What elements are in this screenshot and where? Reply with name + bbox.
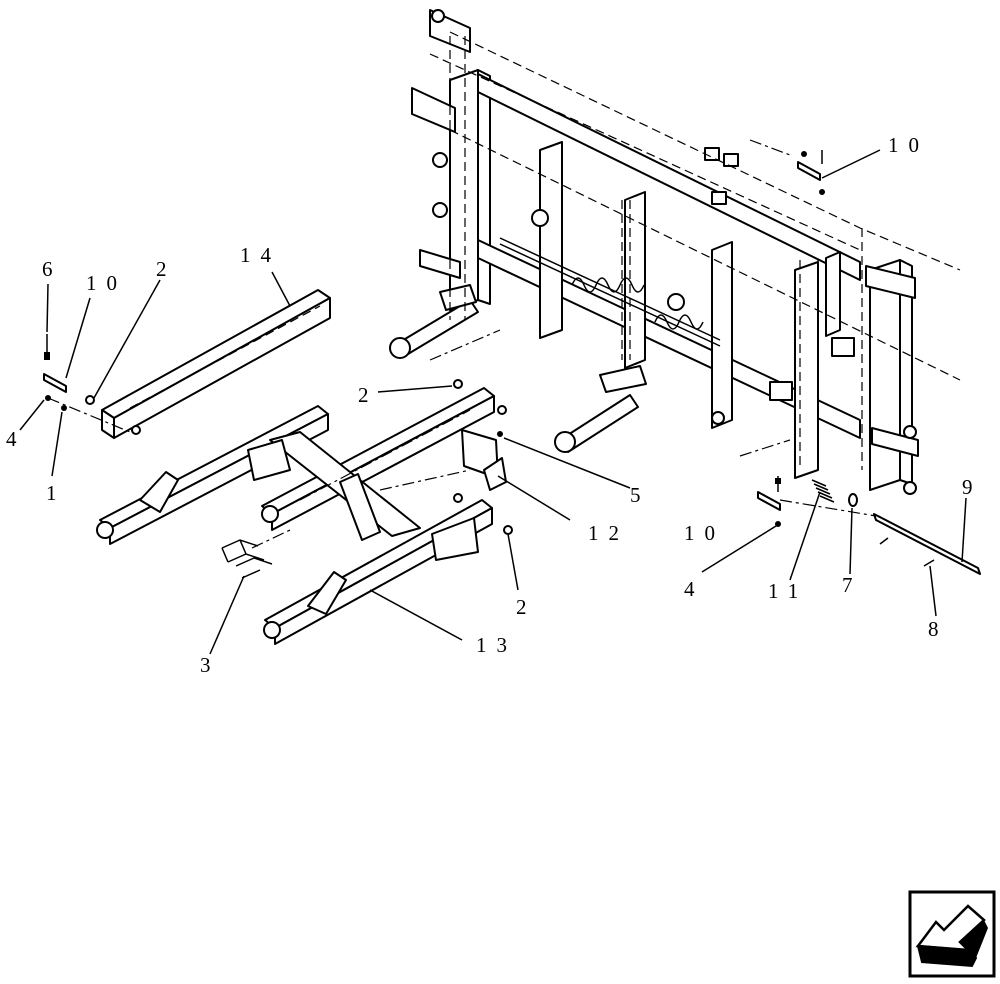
assembly-lines (47, 139, 877, 549)
previous-page-button[interactable] (908, 890, 996, 978)
callout-14: 14 (240, 243, 281, 267)
pin-part-10-left (43, 373, 67, 393)
callout-labels: 6 10 2 14 4 1 2 5 12 2 3 13 10 10 4 11 7… (6, 133, 983, 677)
nut-part-2-left (85, 395, 95, 405)
nut-part-2-top (453, 379, 463, 389)
callout-12: 12 (588, 521, 629, 545)
pin-part-8 (923, 559, 935, 567)
spring-part-11 (811, 479, 835, 503)
arrow-left-down-icon (915, 904, 988, 968)
callout-8: 8 (928, 617, 949, 641)
callout-2-left: 2 (156, 257, 177, 281)
nut-part-2-bottom (503, 525, 513, 535)
callout-13: 13 (476, 633, 517, 657)
washer-part-7 (848, 493, 858, 507)
callout-6: 6 (42, 257, 63, 281)
pin-part-10-top (797, 150, 825, 195)
callout-2-middle: 2 (358, 383, 379, 407)
callout-5: 5 (630, 483, 651, 507)
hydraulic-cylinder-right (554, 365, 647, 453)
callout-2-lower: 2 (516, 595, 537, 619)
pin-part-10-right (757, 476, 781, 511)
washer-part-4-right (775, 521, 781, 527)
leader-lines (19, 149, 967, 655)
callout-11: 11 (768, 579, 808, 603)
callout-1: 1 (46, 481, 67, 505)
hitch-frame-part-13 (96, 387, 495, 645)
callout-10-top: 10 (888, 133, 929, 157)
bolt-part-5 (497, 431, 503, 437)
callout-10-right: 10 (684, 521, 725, 545)
washer-part-1 (61, 405, 67, 411)
callout-4-right: 4 (684, 577, 705, 601)
rod-part-9 (873, 513, 981, 575)
bolt-part-6 (44, 334, 50, 360)
hydraulic-cylinder-left (389, 284, 479, 359)
tube-part-14 (101, 289, 331, 439)
main-frame-assembly (389, 9, 961, 495)
callout-10-left: 10 (86, 271, 127, 295)
callout-3: 3 (200, 653, 221, 677)
callout-4-left: 4 (6, 427, 27, 451)
callout-9: 9 (962, 475, 983, 499)
bracket-part-12 (461, 429, 507, 491)
u-bolt-part-3 (221, 539, 273, 579)
callout-7: 7 (842, 573, 863, 597)
